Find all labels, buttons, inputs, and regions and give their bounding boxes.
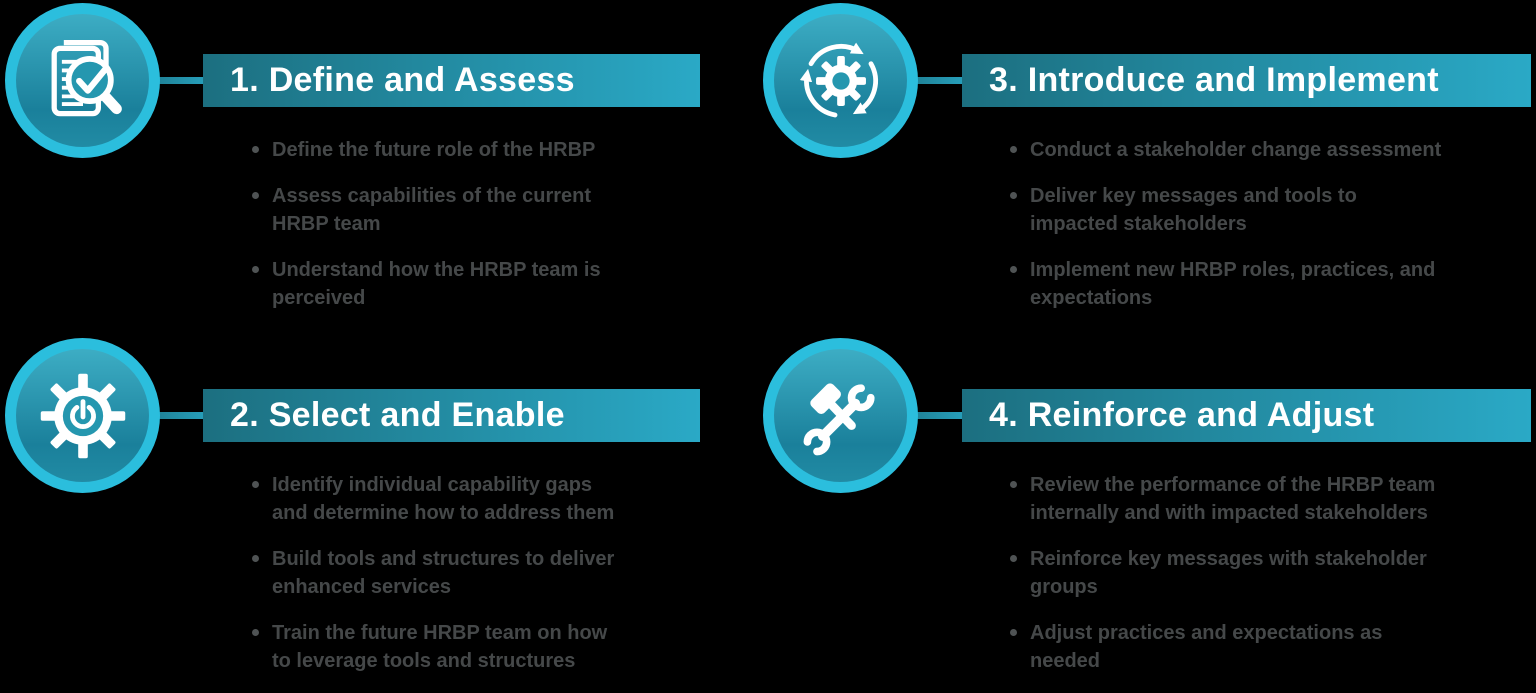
- bullet-text: Train the future HRBP team on how to lev…: [272, 622, 608, 672]
- bullet-list: Review the performance of the HRBP team …: [1010, 471, 1534, 693]
- bullet-item: Implement new HRBP roles, practices, and…: [1010, 256, 1534, 312]
- step-title-banner: 1. Define and Assess: [203, 54, 700, 107]
- gear-power-icon: [16, 349, 149, 482]
- bullet-item: Assess capabilities of the current HRBP …: [252, 182, 722, 238]
- bullet-dot: [252, 629, 259, 636]
- bullet-dot: [1010, 555, 1017, 562]
- bullet-item: Conduct a stakeholder change assessment: [1010, 136, 1534, 164]
- bullet-dot: [1010, 481, 1017, 488]
- bullet-text: Define the future role of the HRBP: [272, 139, 596, 161]
- bullet-dot: [1010, 266, 1017, 273]
- bullet-dot: [252, 555, 259, 562]
- step-title-banner: 2. Select and Enable: [203, 389, 700, 442]
- bullet-text: Reinforce key messages with stakeholder …: [1030, 548, 1427, 598]
- bullet-item: Understand how the HRBP team is perceive…: [252, 256, 722, 312]
- step-4-reinforce-and-adjust: 4. Reinforce and Adjust Review the perfo…: [758, 335, 1536, 672]
- step-icon-circle: [763, 3, 918, 158]
- bullet-list: Identify individual capability gaps and …: [252, 471, 722, 693]
- bullet-text: Build tools and structures to deliver en…: [272, 548, 615, 598]
- connector-line: [148, 412, 214, 419]
- bullet-item: Deliver key messages and tools to impact…: [1010, 182, 1534, 238]
- bullet-text: Identify individual capability gaps and …: [272, 474, 615, 524]
- connector-line: [906, 77, 972, 84]
- bullet-text: Conduct a stakeholder change assessment: [1030, 139, 1442, 161]
- bullet-text: Deliver key messages and tools to impact…: [1030, 185, 1357, 235]
- step-3-introduce-and-implement: 3. Introduce and Implement Conduct a sta…: [758, 0, 1536, 335]
- bullet-dot: [1010, 146, 1017, 153]
- step-icon-circle: [5, 3, 160, 158]
- bullet-dot: [1010, 192, 1017, 199]
- bullet-text: Review the performance of the HRBP team …: [1030, 474, 1436, 524]
- step-title-banner: 4. Reinforce and Adjust: [962, 389, 1531, 442]
- hammer-wrench-icon: [774, 349, 907, 482]
- bullet-item: Define the future role of the HRBP: [252, 136, 722, 164]
- bullet-item: Reinforce key messages with stakeholder …: [1010, 545, 1534, 601]
- step-2-select-and-enable: 2. Select and Enable Identify individual…: [0, 335, 758, 672]
- step-title: 2. Select and Enable: [230, 396, 565, 434]
- bullet-text: Implement new HRBP roles, practices, and…: [1030, 259, 1436, 309]
- bullet-text: Assess capabilities of the current HRBP …: [272, 185, 592, 235]
- step-1-define-and-assess: 1. Define and Assess Define the future r…: [0, 0, 758, 335]
- step-title: 4. Reinforce and Adjust: [989, 396, 1375, 434]
- bullet-item: Review the performance of the HRBP team …: [1010, 471, 1534, 527]
- step-title-banner: 3. Introduce and Implement: [962, 54, 1531, 107]
- step-title: 3. Introduce and Implement: [989, 61, 1439, 99]
- bullet-dot: [252, 146, 259, 153]
- bullet-text: Understand how the HRBP team is perceive…: [272, 259, 601, 309]
- bullet-dot: [1010, 629, 1017, 636]
- step-title: 1. Define and Assess: [230, 61, 575, 99]
- bullet-item: Identify individual capability gaps and …: [252, 471, 722, 527]
- bullet-item: Adjust practices and expectations as nee…: [1010, 619, 1534, 675]
- connector-line: [906, 412, 972, 419]
- connector-line: [148, 77, 214, 84]
- bullet-item: Build tools and structures to deliver en…: [252, 545, 722, 601]
- bullet-dot: [252, 266, 259, 273]
- bullet-dot: [252, 192, 259, 199]
- bullet-list: Conduct a stakeholder change assessment …: [1010, 136, 1534, 330]
- bullet-dot: [252, 481, 259, 488]
- bullet-list: Define the future role of the HRBP Asses…: [252, 136, 722, 330]
- hrbp-transformation-infographic: 1. Define and Assess Define the future r…: [0, 0, 1536, 672]
- bullet-text: Adjust practices and expectations as nee…: [1030, 622, 1383, 672]
- step-icon-circle: [5, 338, 160, 493]
- document-magnifier-check-icon: [16, 14, 149, 147]
- step-icon-circle: [763, 338, 918, 493]
- bullet-item: Train the future HRBP team on how to lev…: [252, 619, 722, 675]
- gear-cycle-arrows-icon: [774, 14, 907, 147]
